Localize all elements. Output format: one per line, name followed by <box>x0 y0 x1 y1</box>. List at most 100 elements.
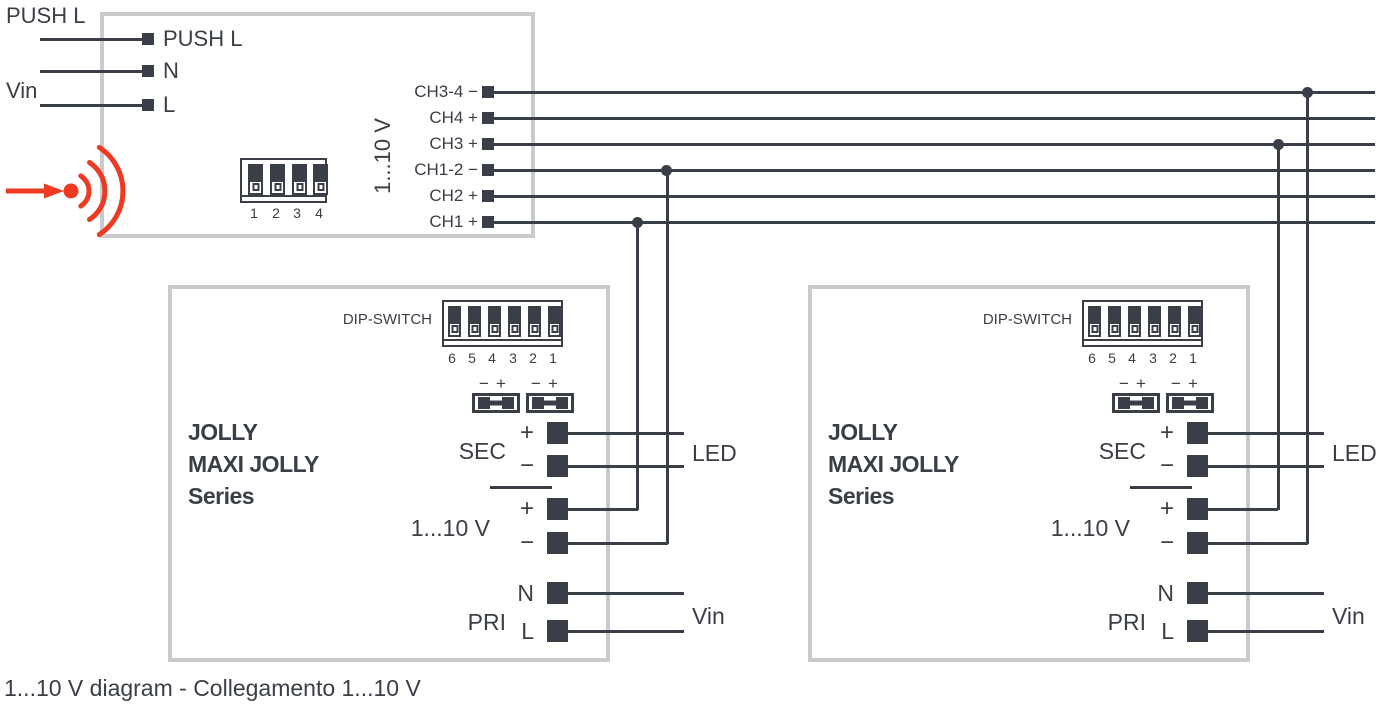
wire-pri-neutral <box>1208 592 1324 595</box>
sec-minus-terminal <box>1187 455 1208 477</box>
pri-line-label: L <box>521 618 534 644</box>
wire-sec-minus-led <box>1208 465 1324 468</box>
jumper-plus-label: + <box>496 374 506 393</box>
output-jumper[interactable] <box>526 393 574 413</box>
dip-switch-lever[interactable] <box>1188 306 1201 337</box>
dip-switch-lever[interactable] <box>1108 306 1121 337</box>
sec-label: SEC <box>1098 438 1146 464</box>
channel-label: CH1 + <box>429 212 478 231</box>
sec-minus-sign: − <box>519 452 534 479</box>
dim-plus-terminal <box>1187 498 1208 520</box>
wire-dim-minus <box>1208 542 1308 545</box>
junction-dot <box>632 217 643 228</box>
junction-dot <box>661 165 672 176</box>
jumper-minus-label: − <box>531 374 541 393</box>
vin-input-label: Vin <box>692 603 725 629</box>
junction-dot <box>1302 87 1313 98</box>
dip-number: 4 <box>488 350 496 366</box>
dip-number: 3 <box>1149 350 1157 366</box>
dip-switch-lever[interactable] <box>1128 306 1141 337</box>
driver-dip-switch[interactable] <box>1082 300 1203 347</box>
led-output-label: LED <box>1332 440 1377 466</box>
dip-switch-lever[interactable] <box>313 164 328 195</box>
wire-dim-plus <box>1208 508 1278 511</box>
output-jumper[interactable] <box>1112 393 1160 413</box>
dip-number: 4 <box>315 205 323 221</box>
dim-label: 1...10 V <box>410 515 490 541</box>
dip-number: 6 <box>1088 350 1096 366</box>
dip-switch-lever[interactable] <box>528 306 541 337</box>
driver-name-line: JOLLY <box>828 419 898 445</box>
channel-terminal <box>482 190 494 202</box>
wire-pri-line <box>568 630 684 633</box>
dip-switch-lever[interactable] <box>488 306 501 337</box>
dip-switch-lever[interactable] <box>548 306 561 337</box>
driver-outline <box>168 285 610 662</box>
pri-line-label: L <box>1161 618 1174 644</box>
channel-label: CH2 + <box>429 186 478 205</box>
driver-dip-numbers: 6 5 4 3 2 1 <box>1082 346 1203 370</box>
pri-neutral-terminal <box>547 582 568 604</box>
wire-ch12-minus <box>493 169 1375 172</box>
wire-ch3-to-right-driver-dim-plus <box>1277 143 1280 510</box>
junction-dot <box>1273 139 1284 150</box>
wire-ch3-plus <box>493 143 1375 146</box>
dip-number: 2 <box>529 350 537 366</box>
sec-minus-sign: − <box>1159 452 1174 479</box>
dip-switch-lever[interactable] <box>448 306 461 337</box>
driver-name-line: JOLLY <box>188 419 258 445</box>
dip-switch-lever[interactable] <box>1088 306 1101 337</box>
dip-baseline <box>1084 339 1201 341</box>
dip-number: 1 <box>1189 350 1197 366</box>
wire-line-input <box>40 104 144 107</box>
dip-switch-lever[interactable] <box>1168 306 1181 337</box>
channel-label: CH4 + <box>429 108 478 127</box>
wire-sec-minus-led <box>568 465 684 468</box>
dip-number: 5 <box>468 350 476 366</box>
wire-ch34-minus <box>493 91 1375 94</box>
wire-sec-plus-led <box>1208 432 1324 435</box>
dip-switch-lever[interactable] <box>468 306 481 337</box>
dip-switch-lever[interactable] <box>508 306 521 337</box>
driver-name-line: MAXI JOLLY <box>828 451 959 477</box>
driver-outline <box>808 285 1250 662</box>
driver-dip-switch[interactable] <box>442 300 563 347</box>
dip-number: 3 <box>293 205 301 221</box>
jumper-minus-label: − <box>1171 374 1181 393</box>
output-jumper[interactable] <box>1166 393 1214 413</box>
dim-minus-sign: − <box>1159 529 1174 556</box>
wire-dim-minus <box>568 542 668 545</box>
output-jumper[interactable] <box>472 393 520 413</box>
dip-number: 1 <box>549 350 557 366</box>
wire-push-l-input <box>40 38 144 41</box>
external-vin-label: Vin <box>6 78 38 103</box>
sec-plus-sign: + <box>1159 419 1174 446</box>
driver-name-line: MAXI JOLLY <box>188 451 319 477</box>
dip-switch-label: DIP-SWITCH <box>982 311 1072 328</box>
dip-switch-lever[interactable] <box>248 164 263 195</box>
driver-name-line: Series <box>188 483 255 509</box>
neutral-terminal-label: N <box>163 58 179 83</box>
channel-label: CH3 + <box>429 134 478 153</box>
dim-plus-sign: + <box>1159 495 1174 522</box>
driver-dip-numbers: 6 5 4 3 2 1 <box>442 346 563 370</box>
wire-ch12-to-left-driver-dim-minus <box>666 169 669 544</box>
line-terminal <box>142 99 154 111</box>
diagram-caption: 1...10 V diagram - Collegamento 1...10 V <box>4 675 421 701</box>
dip-switch-lever[interactable] <box>292 164 307 195</box>
dim-minus-terminal <box>1187 532 1208 554</box>
push-l-terminal-label: PUSH L <box>163 26 243 51</box>
sec-minus-terminal <box>547 455 568 477</box>
wire-dim-plus <box>568 508 638 511</box>
dip-number: 2 <box>1169 350 1177 366</box>
dip-switch-lever[interactable] <box>1148 306 1161 337</box>
pri-neutral-terminal <box>1187 582 1208 604</box>
dip-number: 6 <box>448 350 456 366</box>
pri-line-terminal <box>1187 620 1208 642</box>
dip-number: 4 <box>1128 350 1136 366</box>
dim-minus-sign: − <box>519 529 534 556</box>
jumper-plus-label: + <box>1136 374 1146 393</box>
controller-dip-switch[interactable] <box>240 158 328 203</box>
dip-switch-lever[interactable] <box>270 164 285 195</box>
pri-label: PRI <box>467 609 506 635</box>
